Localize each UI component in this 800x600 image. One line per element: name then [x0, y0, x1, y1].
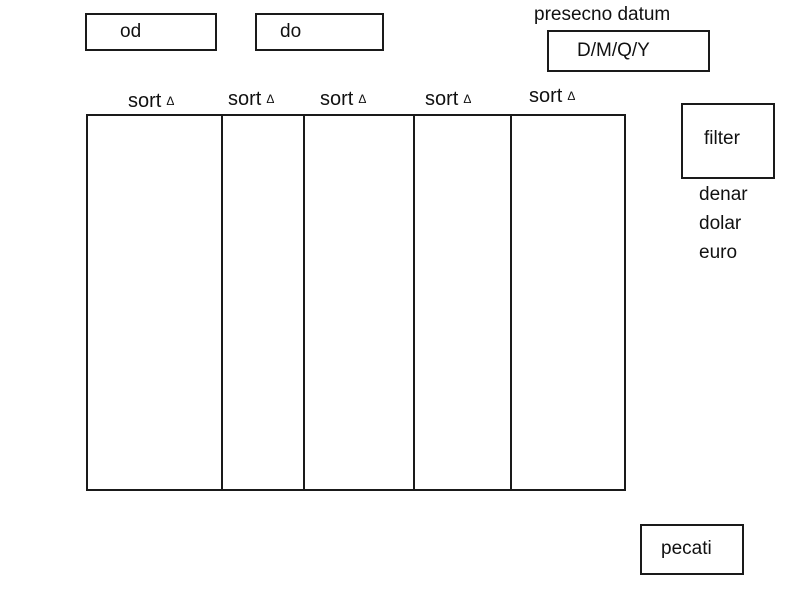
sort-header-4[interactable]: sort Δ: [425, 88, 471, 111]
sort-arrow-icon: Δ: [266, 92, 275, 106]
sort-header-label: sort: [228, 88, 262, 110]
print-button[interactable]: pecati: [640, 524, 744, 575]
currency-option-denar[interactable]: denar: [699, 184, 748, 205]
to-date-input[interactable]: do: [255, 13, 384, 51]
period-select-value: D/M/Q/Y: [577, 40, 650, 61]
sort-header-5[interactable]: sort Δ: [529, 85, 575, 108]
filter-button[interactable]: filter: [681, 103, 775, 179]
sort-header-1[interactable]: sort Δ: [128, 90, 174, 113]
sort-arrow-icon: Δ: [567, 89, 576, 103]
sort-header-label: sort: [529, 85, 563, 107]
sort-arrow-icon: Δ: [358, 92, 367, 106]
to-date-value: do: [280, 21, 302, 42]
sort-arrow-icon: Δ: [166, 94, 175, 108]
period-select[interactable]: D/M/Q/Y: [547, 30, 710, 72]
sort-header-label: sort: [425, 88, 459, 110]
sort-header-3[interactable]: sort Δ: [320, 88, 366, 111]
column-divider: [303, 116, 305, 489]
column-divider: [510, 116, 512, 489]
from-date-input[interactable]: od: [85, 13, 217, 51]
currency-option-dolar[interactable]: dolar: [699, 213, 742, 234]
print-button-label: pecati: [661, 538, 712, 559]
column-divider: [221, 116, 223, 489]
filter-button-label: filter: [704, 128, 740, 149]
from-date-value: od: [120, 21, 142, 42]
currency-list: denar dolar euro: [699, 180, 748, 267]
sort-arrow-icon: Δ: [463, 92, 472, 106]
currency-option-euro[interactable]: euro: [699, 242, 738, 263]
data-table: [86, 114, 626, 491]
column-divider: [413, 116, 415, 489]
sort-header-label: sort: [128, 90, 162, 112]
sort-header-2[interactable]: sort Δ: [228, 88, 274, 111]
period-label: presecno datum: [534, 4, 671, 25]
sort-header-label: sort: [320, 88, 354, 110]
